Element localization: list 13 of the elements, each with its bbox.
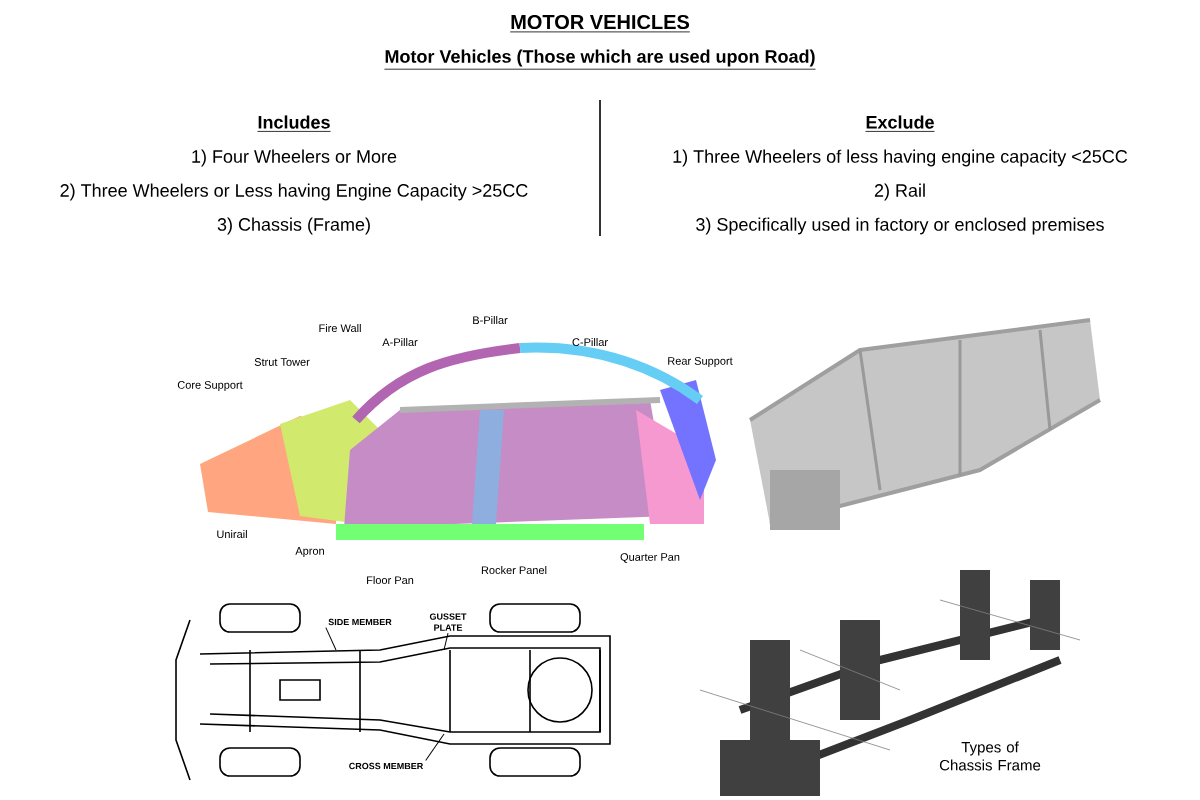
leader-line: [443, 632, 449, 651]
column-heading: Exclude: [865, 115, 935, 132]
list-item: 3) Chassis (Frame): [217, 217, 370, 235]
leader-line: [325, 627, 337, 651]
leader-line: [425, 733, 445, 761]
list-item: 1) Four Wheelers or More: [192, 149, 397, 167]
list-item: 3) Specifically used in factory or enclosed premises: [696, 217, 1104, 235]
list-item: 2) Three Wheelers or Less having Engine Capacity >25CC: [60, 183, 528, 201]
subtitle: Motor Vehicles (Those which are used upon Road): [384, 49, 816, 70]
column-heading: Includes: [257, 115, 331, 132]
list-item: 2) Rail: [874, 183, 925, 201]
title: MOTOR VEHICLES: [509, 14, 691, 33]
list-item: 1) Three Wheelers of less having engine capacity <25CC: [673, 149, 1128, 167]
